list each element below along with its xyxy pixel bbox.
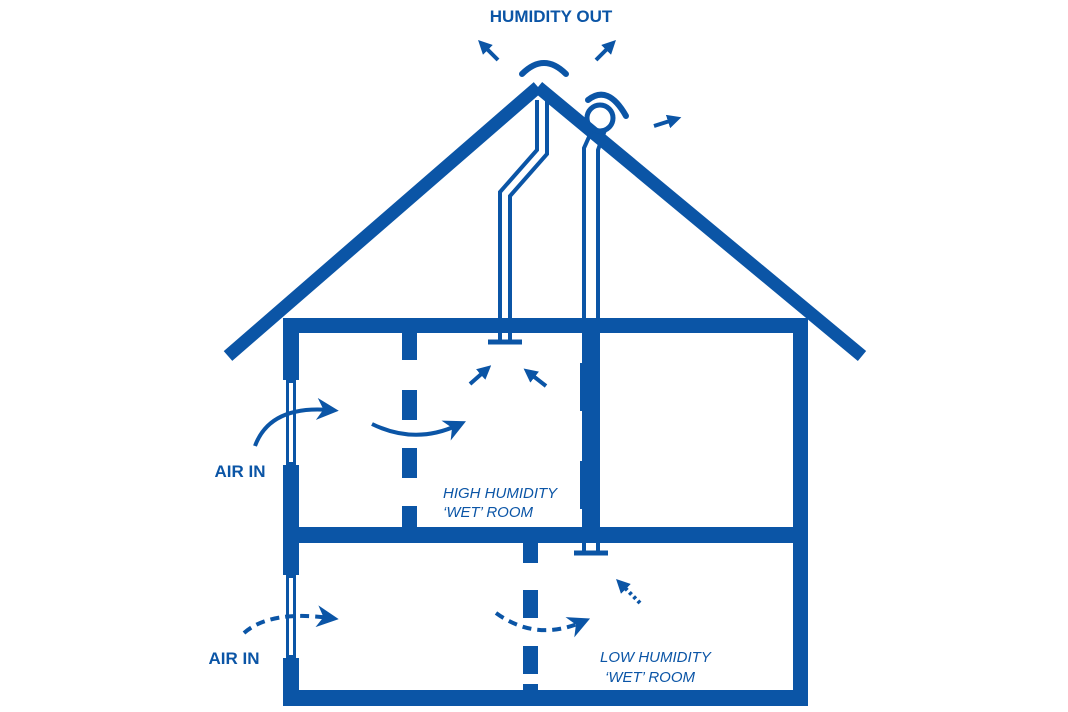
ceiling-wall — [283, 318, 808, 333]
upper-door-flow-arrow — [371, 420, 466, 441]
upper-partition-left — [402, 333, 417, 527]
ridge-vent-cap — [519, 60, 569, 77]
humidity-out-label: HUMIDITY OUT — [490, 7, 613, 26]
right-outer-wall — [793, 318, 808, 706]
upper-extract-arrows — [468, 365, 548, 388]
high-humidity-label-line1: HIGH HUMIDITY — [443, 485, 558, 502]
air-in-upper-label: AIR IN — [215, 462, 266, 481]
lower-extract-arrow — [616, 579, 642, 605]
upper-air-in-arrow — [253, 397, 339, 447]
roof-vent-ring — [584, 102, 616, 134]
lower-door-flow-arrow — [494, 611, 591, 638]
duct-upper-room — [488, 100, 549, 345]
lower-partition — [523, 543, 538, 690]
duct-lower-room — [574, 127, 608, 556]
air-in-lower-label: AIR IN — [209, 649, 260, 668]
lower-air-in-arrow — [242, 605, 339, 635]
roof-vent-cap — [585, 91, 629, 119]
low-humidity-label-line1: LOW HUMIDITY — [600, 649, 712, 666]
humidity-out-arrows — [478, 40, 682, 129]
middle-floor — [283, 527, 808, 543]
high-humidity-label-line2: ‘WET’ ROOM — [443, 504, 533, 521]
low-humidity-label-line2: ‘WET’ ROOM — [605, 669, 695, 686]
ground-floor — [283, 690, 808, 706]
